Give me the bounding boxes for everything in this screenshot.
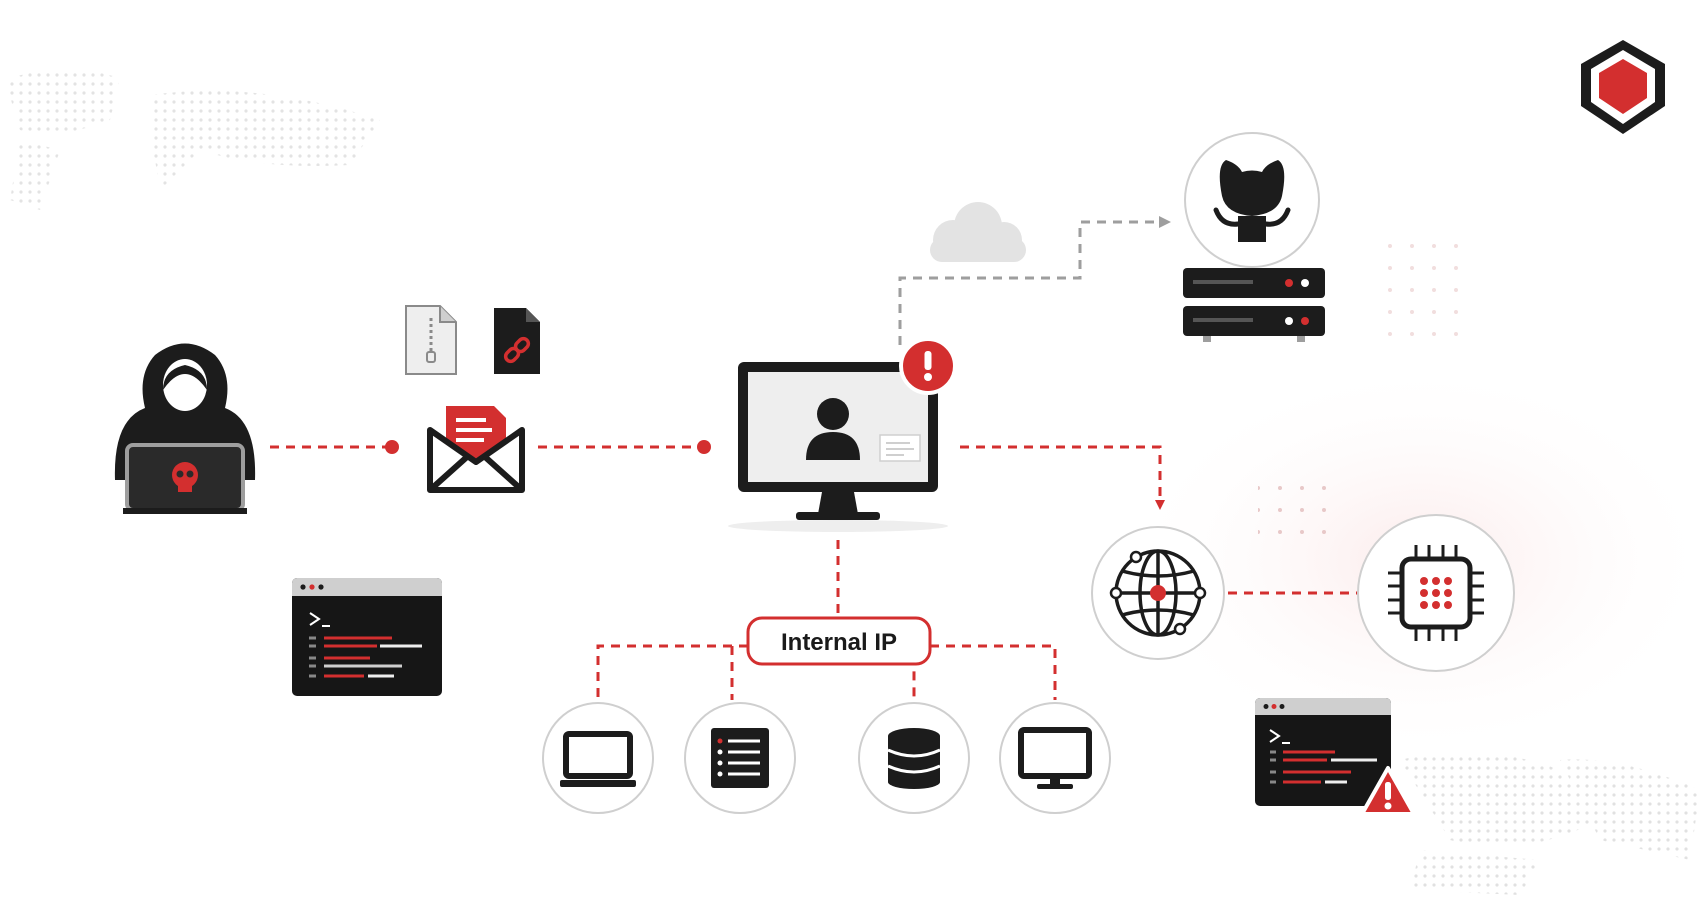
- connector-ip-document: [730, 644, 748, 700]
- laptop-icon: [542, 702, 654, 814]
- alert-icon: [899, 337, 957, 395]
- cloud-icon: [930, 202, 1026, 262]
- cpu-chip-icon: [1357, 514, 1515, 672]
- connector-dots: [385, 440, 711, 454]
- connector-ip-laptop: [596, 644, 748, 700]
- shield-logo-icon: [1581, 40, 1665, 134]
- malicious-email-icon: [427, 406, 525, 493]
- computer-monitor-icon: [728, 362, 948, 532]
- terminal-window-icon: [1255, 698, 1391, 806]
- connector-lines: [270, 445, 1360, 700]
- hacker-icon: [114, 343, 256, 514]
- github-octocat-icon: [1184, 132, 1320, 268]
- user-icon: [806, 398, 860, 460]
- connector-ip-desktop: [930, 644, 1057, 700]
- internal-ip-label: Internal IP: [746, 616, 932, 666]
- terminal-window-icon: [292, 578, 442, 696]
- link-file-icon: [494, 308, 540, 374]
- warning-triangle-icon: [1360, 766, 1416, 816]
- zip-file-icon: [405, 305, 457, 375]
- skull-icon: [172, 462, 198, 492]
- desktop-monitor-icon: [999, 702, 1111, 814]
- server-rack-icon: [1183, 268, 1325, 342]
- database-icon: [858, 702, 970, 814]
- connector-computer-globe: [960, 445, 1165, 510]
- connector-computer-github: [898, 216, 1171, 345]
- document-list-icon: [684, 702, 796, 814]
- internal-ip-text: Internal IP: [781, 629, 897, 656]
- globe-network-icon: [1091, 526, 1225, 660]
